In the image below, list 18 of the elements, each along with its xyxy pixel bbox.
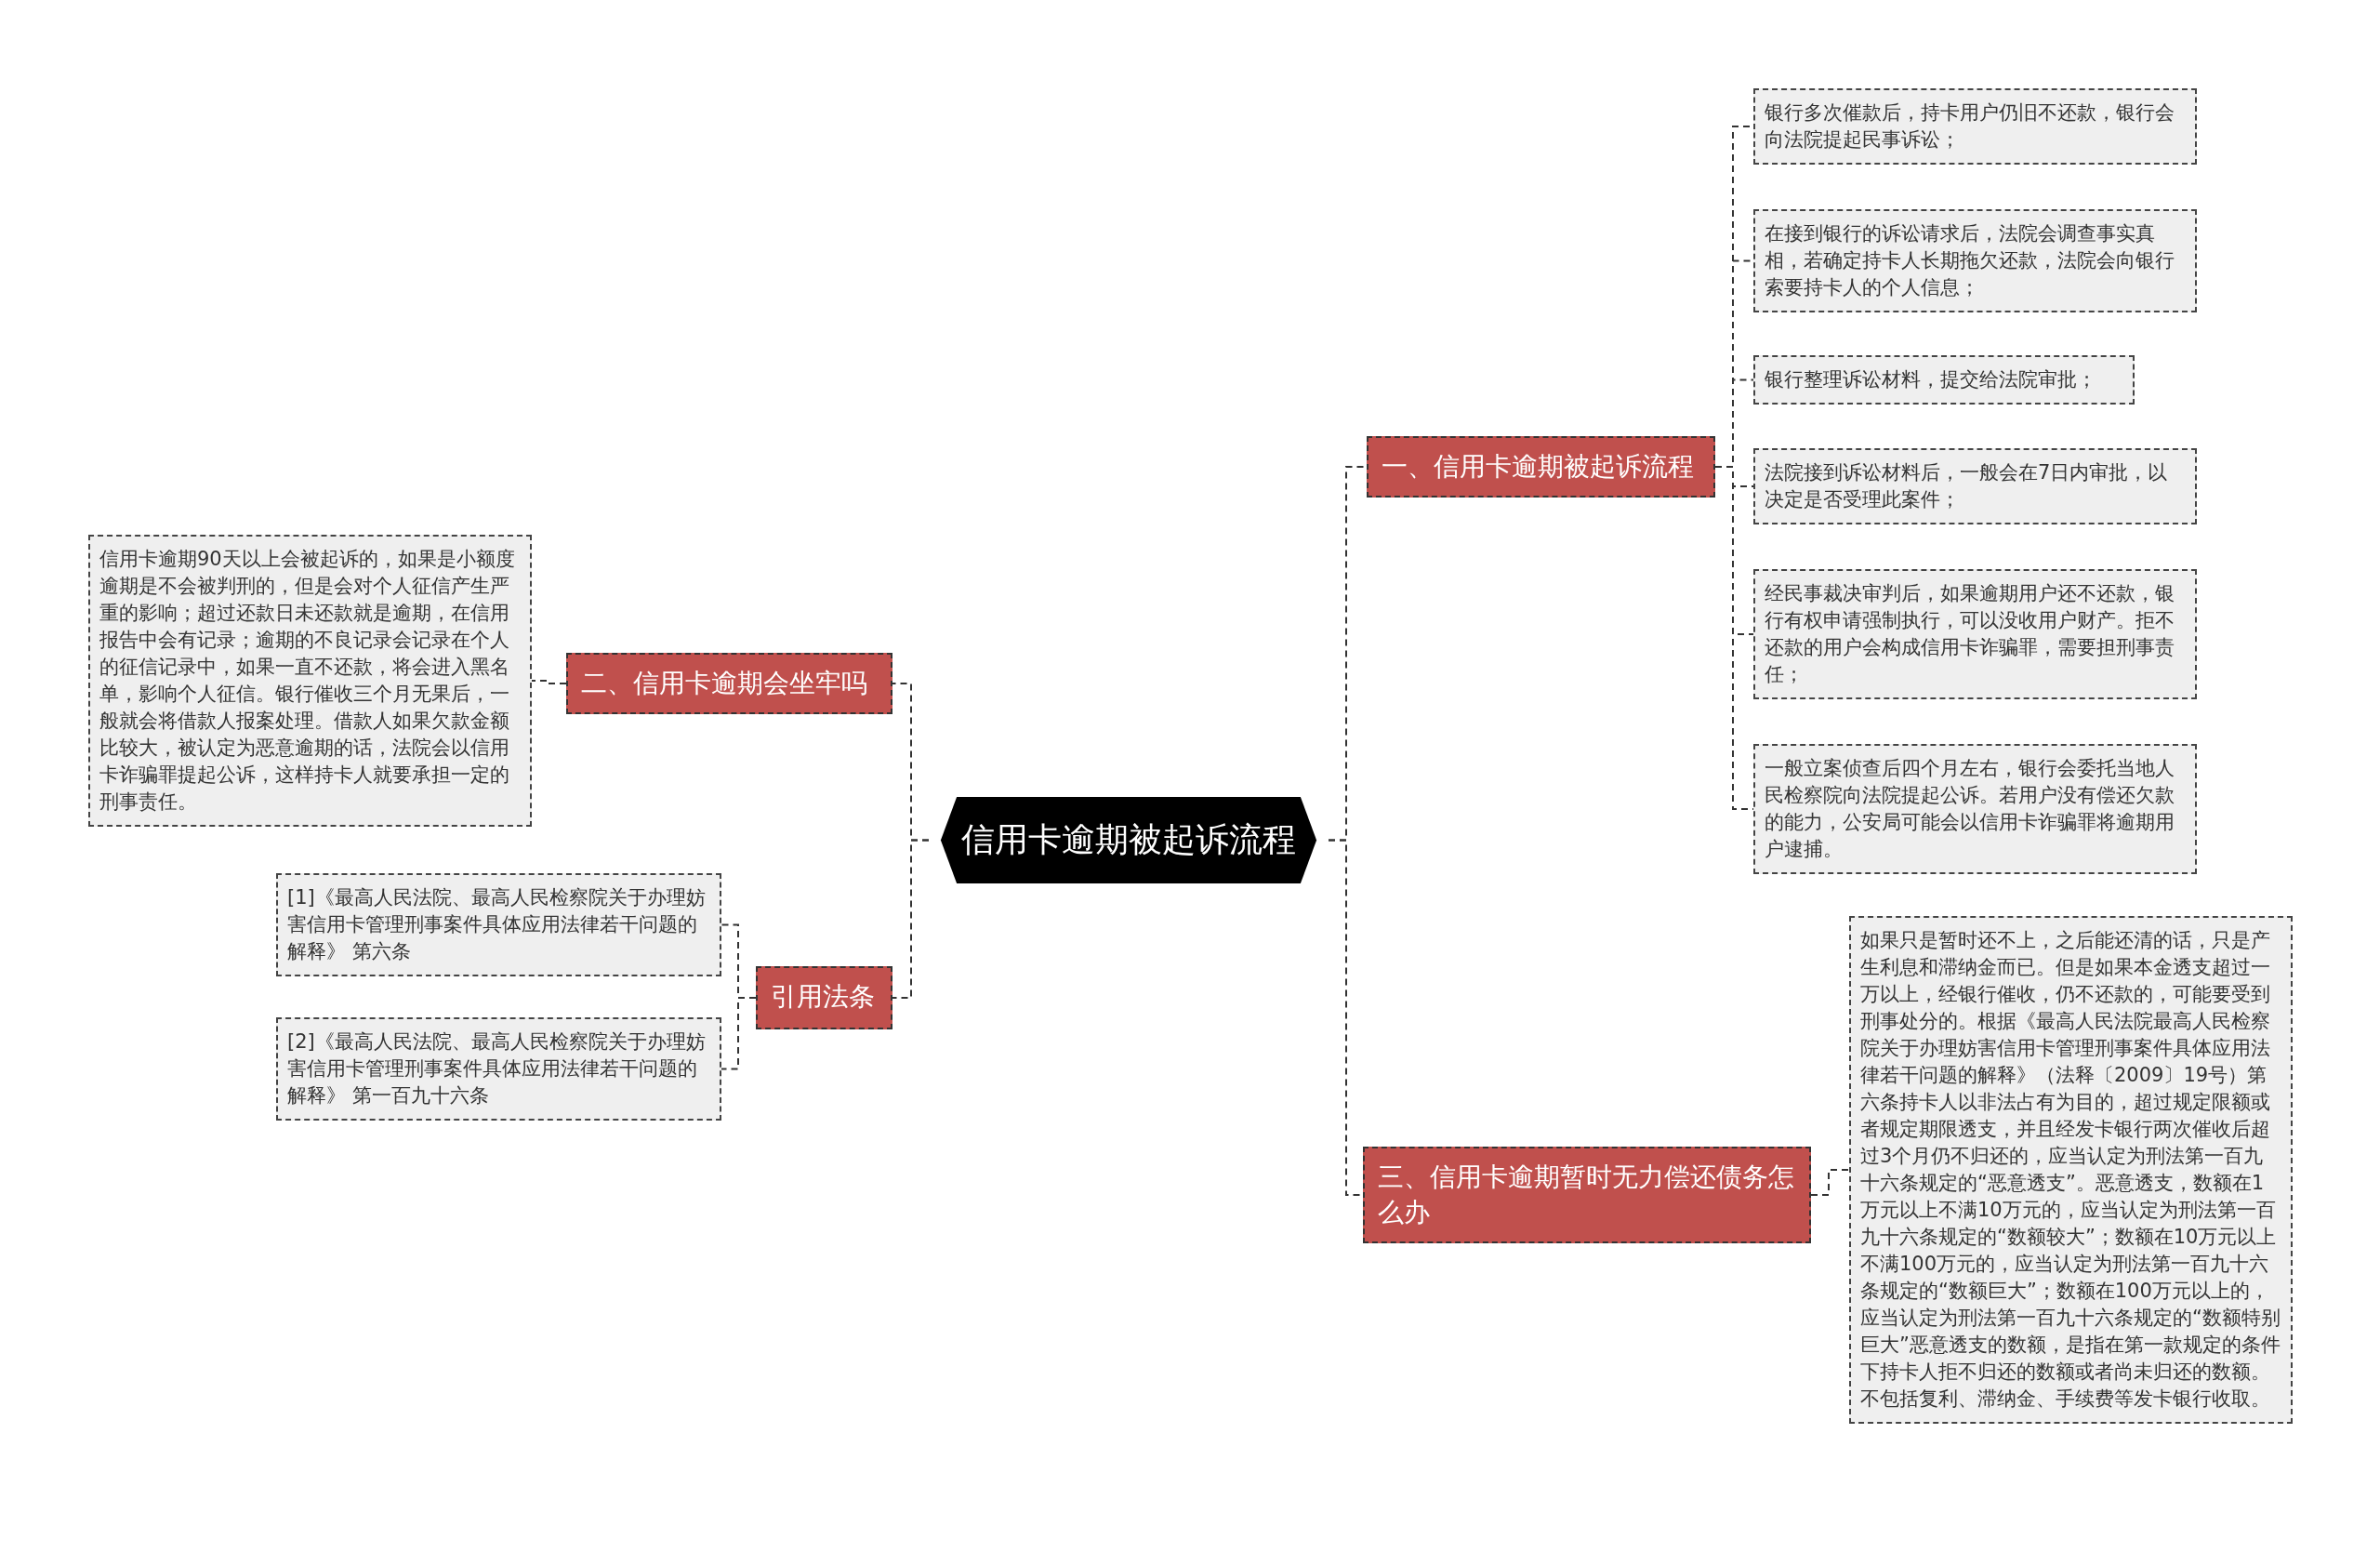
topic-box: 三、信用卡逾期暂时无力偿还债务怎么办 <box>1363 1147 1811 1243</box>
connector <box>892 839 930 999</box>
note-box: 如果只是暂时还不上，之后能还清的话，只是产生利息和滞纳金而已。但是如果本金透支超过一万以上，经银行催收，仍不还款的，可能要受到刑事处分的。根据《最高人民法院最高人民检察院关于办理妨害信用卡管理刑事案件具体应用法律若干问题的解释》（法释〔2009〕19号）第六条持卡人以非法占有为目的，超过规定限额或者规定期限透支，并且经发卡银行两次催收后超过3个月仍不归还的，应当认定为刑法第一百九十六条规定的“恶意透支”。恶意透支，数额在1万元以上不满10万元的，应当认定为刑法第一百九十六条规定的“数额较大”；数额在10万元以上不满100万元的，应当认定为刑法第一百九十六条规定的“数额巨大”；数额在100万元以上的，应当认定为刑法第一百九十六条规定的“数额特别巨大”恶意透支的数额，是指在第一款规定的条件下持卡人拒不归还的数额或者尚未归还的数额。不包括复利、滞纳金、手续费等发卡银行收取。 <box>1849 916 2293 1424</box>
note-box: 信用卡逾期90天以上会被起诉的，如果是小额度逾期是不会被判刑的，但是会对个人征信产生严重的影响；超过还款日未还款就是逾期，在信用报告中会有记录；逾期的不良记录会记录在个人的征信记录中，如果一直不还款，将会进入黑名单，影响个人征信。银行催收三个月无果后，一般就会将借款人报案处理。借款人如果欠款金额比较大，被认定为恶意逾期的话，法院会以信用卡诈骗罪提起公诉，这样持卡人就要承担一定的刑事责任。 <box>88 535 532 827</box>
note-box: 银行整理诉讼材料，提交给法院审批； <box>1753 355 2135 405</box>
note-box: 法院接到诉讼材料后，一般会在7日内审批，以决定是否受理此案件； <box>1753 448 2197 524</box>
note-box: 经民事裁决审判后，如果逾期用户还不还款，银行有权申请强制执行，可以没收用户财产。拒不还款的用户会构成信用卡诈骗罪，需要担刑事责任； <box>1753 569 2197 699</box>
topic-box: 二、信用卡逾期会坐牢吗 <box>566 653 892 714</box>
connector <box>531 680 567 684</box>
note-box: 在接到银行的诉讼请求后，法院会调查事实真相，若确定持卡人长期拖欠还款，法院会向银行索要持卡人的个人信息； <box>1753 209 2197 312</box>
topic-box: 一、信用卡逾期被起诉流程 <box>1367 436 1715 498</box>
connector <box>721 997 757 1070</box>
note-box: 一般立案侦查后四个月左右，银行会委托当地人民检察院向法院提起公诉。若用户没有偿还欠款的能力，公安局可能会以信用卡诈骗罪将逾期用户逮捕。 <box>1753 744 2197 874</box>
note-box: [2]《最高人民法院、最高人民检察院关于办理妨害信用卡管理刑事案件具体应用法律若干问题的解释》 第一百九十六条 <box>276 1017 721 1121</box>
note-box: 银行多次催款后，持卡用户仍旧不还款，银行会向法院提起民事诉讼； <box>1753 88 2197 165</box>
note-box: [1]《最高人民法院、最高人民检察院关于办理妨害信用卡管理刑事案件具体应用法律若干问题的解释》 第六条 <box>276 873 721 976</box>
connector <box>1810 1169 1850 1196</box>
topic-box: 引用法条 <box>756 966 892 1029</box>
